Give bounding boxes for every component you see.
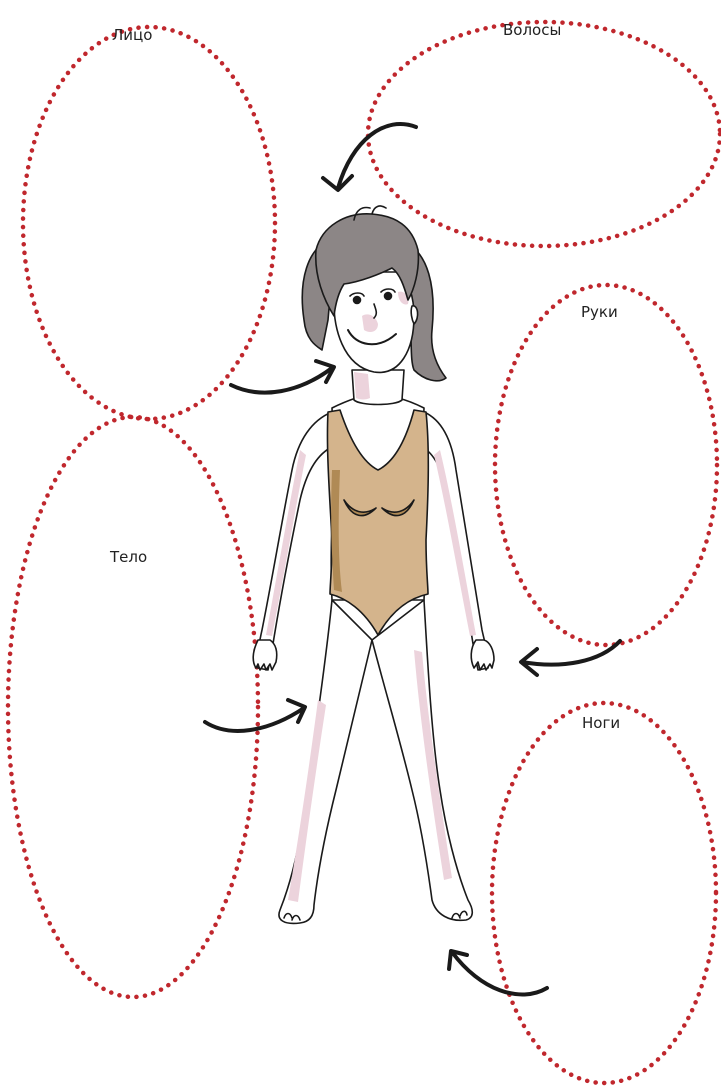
ear: [411, 306, 417, 324]
face-label: Лицо: [112, 26, 152, 44]
arrow-body: [205, 700, 305, 731]
body-label: Тело: [110, 548, 147, 566]
hair-bubble: [368, 22, 720, 246]
legs-bubble: [492, 703, 716, 1083]
face-bubble: [23, 27, 275, 419]
woman-figure: [253, 206, 494, 923]
right-hand: [471, 640, 494, 670]
hands-label: Руки: [581, 303, 618, 321]
hands-bubble: [495, 285, 717, 645]
right-eye: [385, 293, 392, 300]
left-hand: [253, 640, 277, 670]
left-eye: [354, 297, 361, 304]
arm-shade-left: [266, 450, 306, 636]
body-bubble: [8, 417, 258, 997]
arrow-legs: [449, 951, 547, 995]
arrow-hair: [323, 124, 416, 190]
right-leg: [372, 600, 472, 920]
arrow-face: [231, 361, 334, 393]
legs-label: Ноги: [582, 714, 620, 732]
neck-shade: [354, 372, 370, 400]
hair-label: Волосы: [503, 21, 561, 39]
